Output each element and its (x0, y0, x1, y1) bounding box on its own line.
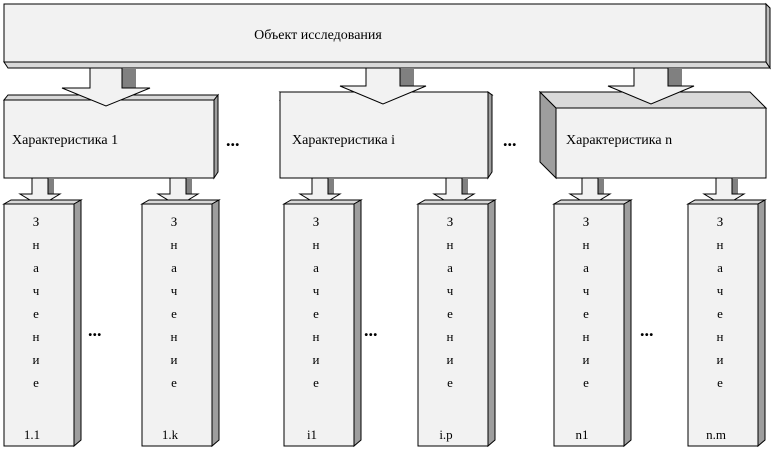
value-word-letter: З (171, 214, 178, 229)
value-word-letter: и (447, 352, 454, 367)
value-index: 1.1 (24, 427, 40, 442)
ellipsis-chars-2: ... (503, 130, 517, 150)
value-word-letter: ч (33, 283, 40, 298)
value-word-letter: е (717, 306, 723, 321)
value-word-letter: а (583, 260, 589, 275)
characteristic-label-i: Характеристика i (292, 133, 395, 148)
value-word-letter: е (33, 306, 39, 321)
value-word-letter: н (313, 329, 320, 344)
value-word-letter: и (717, 352, 724, 367)
small-arrows (18, 177, 746, 207)
value-word-letter: а (33, 260, 39, 275)
value-word-letter: е (313, 375, 319, 390)
value-word-letter: ч (717, 283, 724, 298)
value-word-letter: ч (313, 283, 320, 298)
characteristic-box-i: Характеристика i (278, 91, 494, 180)
ellipsis-values-3: ... (640, 320, 654, 340)
value-word-letter: е (583, 306, 589, 321)
value-word-letter: З (583, 214, 590, 229)
ellipsis-values-1: ... (88, 320, 102, 340)
value-index: 1.k (162, 427, 179, 442)
ellipsis-chars-1: ... (226, 130, 240, 150)
value-word-letter: а (717, 260, 723, 275)
value-word-letter: а (313, 260, 319, 275)
value-word-letter: и (33, 352, 40, 367)
arrow-object-to-char-n (607, 67, 695, 105)
object-box: Объект исследования (3, 2, 771, 70)
value-word-letter: н (313, 237, 320, 252)
value-word-letter: е (171, 306, 177, 321)
characteristic-box-n: Характеристика n (538, 90, 768, 180)
value-word-letter: З (313, 214, 320, 229)
value-word-letter: и (313, 352, 320, 367)
characteristic-label-n: Характеристика n (566, 133, 672, 148)
value-word-letter: а (171, 260, 177, 275)
value-word-letter: и (583, 352, 590, 367)
value-index: n.m (706, 427, 726, 442)
value-index: i1 (307, 427, 317, 442)
value-word-letter: н (447, 237, 454, 252)
value-word-letter: е (313, 306, 319, 321)
ellipsis-values-2: ... (364, 320, 378, 340)
value-index: i.p (439, 427, 452, 442)
value-word-letter: З (33, 214, 40, 229)
value-word-letter: е (717, 375, 723, 390)
value-word-letter: а (447, 260, 453, 275)
value-word-letter: ч (171, 283, 178, 298)
characteristic-box-1: Характеристика 1 (2, 93, 220, 180)
value-index: n1 (576, 427, 589, 442)
value-word-letter: е (447, 375, 453, 390)
value-word-letter: ч (447, 283, 454, 298)
value-word-letter: н (171, 237, 178, 252)
value-word-letter: н (447, 329, 454, 344)
value-word-letter: н (33, 329, 40, 344)
value-columns: Значение1.1Значение1.kЗначениеi1Значение… (2, 199, 767, 448)
value-word-letter: н (717, 237, 724, 252)
value-word-letter: е (171, 375, 177, 390)
value-word-letter: е (447, 306, 453, 321)
value-word-letter: н (717, 329, 724, 344)
value-word-letter: н (583, 329, 590, 344)
value-word-letter: ч (583, 283, 590, 298)
object-label: Объект исследования (254, 28, 382, 43)
value-word-letter: н (171, 329, 178, 344)
value-word-letter: З (717, 214, 724, 229)
characteristic-label-1: Характеристика 1 (12, 133, 118, 148)
value-word-letter: н (583, 237, 590, 252)
value-word-letter: и (171, 352, 178, 367)
value-word-letter: е (33, 375, 39, 390)
arrow-object-to-char-1 (61, 67, 151, 107)
value-word-letter: н (33, 237, 40, 252)
arrow-object-to-char-i (339, 67, 427, 105)
value-word-letter: е (583, 375, 589, 390)
value-word-letter: З (447, 214, 454, 229)
